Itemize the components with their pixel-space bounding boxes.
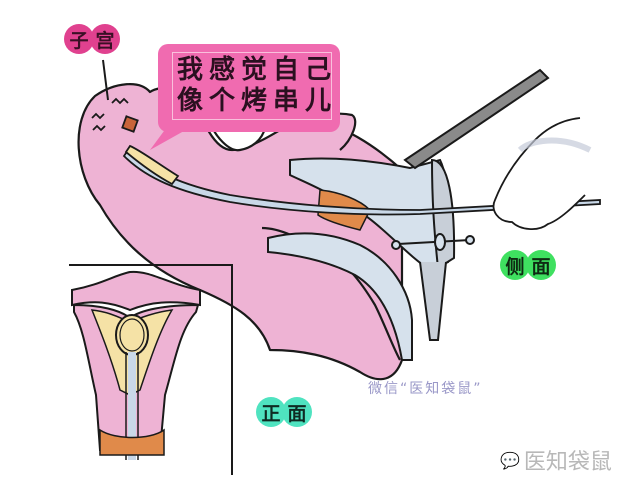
front-view-label: 正 面 — [256, 397, 312, 427]
uterus-label: 子 宫 — [64, 24, 120, 54]
side-view-label-char: 面 — [526, 250, 556, 280]
front-view-label-char: 正 — [256, 397, 286, 427]
side-view-label-char: 侧 — [500, 250, 530, 280]
uterus-pointer-line — [102, 59, 109, 101]
front-view-label-char: 面 — [282, 397, 312, 427]
speech-line-1: 我感觉自己 — [177, 55, 338, 85]
speech-bubble: 我感觉自己 像个烤串儿 — [158, 44, 340, 132]
brand-watermark: 💬 医知袋鼠 — [500, 444, 612, 476]
wechat-caption-watermark: 微信“医知袋鼠” — [368, 381, 483, 397]
wechat-icon: 💬 — [500, 450, 520, 470]
uterus-label-char: 子 — [64, 24, 94, 54]
front-view-inset — [69, 264, 233, 475]
tenaculum-handle — [403, 68, 550, 170]
side-view-label: 侧 面 — [500, 250, 556, 280]
uterus-face — [91, 97, 139, 133]
inserter-rod — [122, 144, 601, 216]
uterus-label-char: 宫 — [90, 24, 120, 54]
brand-name: 医知袋鼠 — [523, 450, 612, 475]
gloved-hand — [492, 117, 592, 230]
speech-line-2: 像个烤串儿 — [177, 86, 338, 116]
